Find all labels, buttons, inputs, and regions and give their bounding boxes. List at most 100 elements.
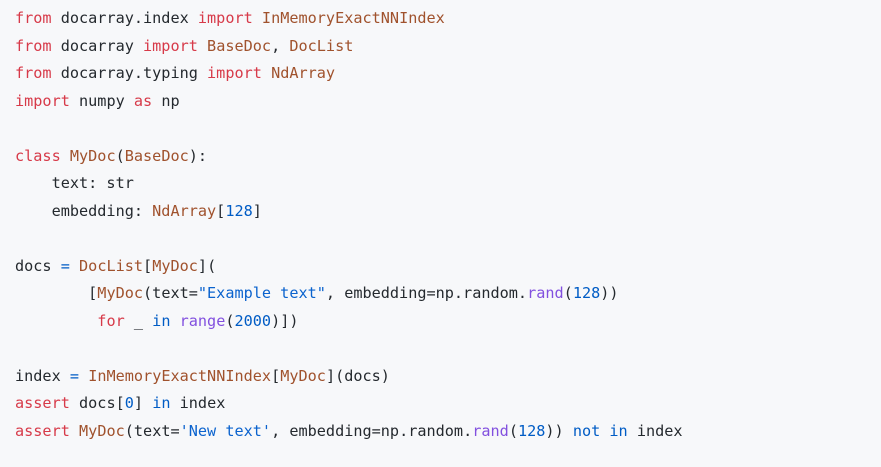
- code-token-kw: assert: [15, 421, 70, 440]
- code-token-num: 128: [225, 201, 253, 220]
- code-token-punct: [: [143, 256, 153, 275]
- code-token-plain: , embedding=np.random.: [325, 284, 528, 302]
- code-token-kw: from: [15, 64, 52, 82]
- code-token-kw: as: [133, 91, 153, 110]
- code-token-punct: (: [225, 311, 235, 330]
- code-token-plain: docarray.typing: [51, 64, 208, 82]
- code-token-kwop: in: [152, 311, 171, 330]
- code-token-plain: [15, 312, 97, 330]
- code-lines-container: from docarray.index import InMemoryExact…: [15, 5, 881, 445]
- code-token-punct: ](: [197, 256, 217, 275]
- code-token-plain: np: [152, 91, 180, 110]
- code-token-num: 0: [124, 394, 134, 412]
- code-line: [15, 335, 881, 363]
- code-token-plain: docarray.index: [51, 9, 198, 27]
- code-token-punct: )): [545, 421, 573, 440]
- code-token-punct: ]: [133, 394, 153, 412]
- code-token-fn: rand: [472, 421, 509, 440]
- code-token-num: 128: [517, 421, 546, 440]
- code-token-class: MyDoc: [79, 421, 125, 440]
- code-line: from docarray.typing import NdArray: [15, 60, 881, 88]
- code-token-plain: , embedding=np.random.: [271, 421, 473, 440]
- code-token-kwop: in: [152, 394, 171, 412]
- code-token-kw: assert: [15, 394, 70, 412]
- code-token-kw: import: [197, 9, 253, 27]
- code-token-kw: import: [207, 64, 262, 82]
- code-token-punct: ):: [188, 146, 208, 165]
- code-token-kw: import: [15, 91, 70, 110]
- code-token-kw: import: [143, 36, 198, 55]
- code-token-class: MyDoc: [69, 146, 116, 165]
- code-token-punct: [: [15, 284, 98, 302]
- code-token-fn: range: [179, 311, 226, 330]
- code-token-plain: index: [15, 366, 70, 385]
- code-token-class: MyDoc: [280, 366, 326, 385]
- code-token-num: 2000: [234, 311, 272, 330]
- code-token-class: NdArray: [271, 64, 336, 82]
- code-token-punct: )): [600, 284, 619, 302]
- code-token-num: 128: [572, 284, 601, 302]
- code-token-plain: docarray: [51, 36, 144, 55]
- code-line: for _ in range(2000)]): [15, 308, 881, 336]
- code-token-plain: index: [170, 394, 226, 412]
- code-token-plain: [70, 422, 79, 440]
- code-token-fn: rand: [527, 284, 564, 302]
- code-token-plain: numpy: [69, 91, 134, 110]
- code-line: class MyDoc(BaseDoc):: [15, 143, 881, 171]
- code-token-class: BaseDoc: [124, 146, 189, 165]
- code-token-kw: class: [15, 146, 61, 165]
- code-token-punct: (: [124, 421, 134, 440]
- code-token-class: InMemoryExactNNIndex: [88, 366, 272, 385]
- code-token-kw: for: [97, 311, 125, 330]
- code-line: assert docs[0] in index: [15, 390, 881, 418]
- code-token-punct: [: [271, 366, 281, 385]
- code-token-plain: [70, 257, 79, 275]
- code-line: index = InMemoryExactNNIndex[MyDoc](docs…: [15, 363, 881, 391]
- code-token-plain: [170, 312, 179, 330]
- code-token-punct: (: [143, 284, 153, 302]
- code-token-punct: (: [508, 421, 518, 440]
- code-token-punct: (: [563, 284, 573, 302]
- code-token-class: NdArray: [152, 201, 217, 220]
- code-token-class: DocList: [289, 36, 354, 55]
- code-token-class: MyDoc: [152, 256, 198, 275]
- code-line: import numpy as np: [15, 88, 881, 116]
- code-line: docs = DocList[MyDoc](: [15, 253, 881, 281]
- code-token-class: DocList: [79, 256, 144, 275]
- code-line: [MyDoc(text="Example text", embedding=np…: [15, 280, 881, 308]
- code-token-plain: text=: [133, 421, 180, 440]
- code-token-str: "Example text": [197, 284, 326, 302]
- code-token-punct: ]: [252, 201, 262, 220]
- code-line: from docarray import BaseDoc, DocList: [15, 33, 881, 61]
- code-line: assert MyDoc(text='New text', embedding=…: [15, 418, 881, 446]
- code-token-punct: [: [115, 394, 125, 412]
- code-token-class: BaseDoc: [207, 36, 272, 55]
- code-line: text: str: [15, 170, 881, 198]
- code-token-kw: from: [15, 36, 52, 55]
- code-token-kwop: =: [69, 366, 80, 385]
- code-token-plain: docs: [69, 394, 116, 412]
- code-token-punct: (: [115, 146, 125, 165]
- code-token-plain: [61, 147, 70, 165]
- code-token-plain: text: str: [15, 174, 134, 192]
- code-token-class: MyDoc: [97, 284, 144, 302]
- code-token-plain: index: [627, 421, 683, 440]
- code-token-punct: ,: [271, 36, 290, 55]
- code-token-plain: text=: [152, 284, 198, 302]
- code-token-plain: [253, 9, 262, 27]
- code-token-plain: docs: [15, 256, 61, 275]
- code-line: [15, 225, 881, 253]
- code-line: [15, 115, 881, 143]
- code-token-class: InMemoryExactNNIndex: [261, 9, 445, 27]
- code-token-plain: embedding:: [15, 201, 153, 220]
- code-token-kw: from: [15, 9, 52, 27]
- code-line: from docarray.index import InMemoryExact…: [15, 5, 881, 33]
- code-token-plain: [262, 64, 271, 82]
- code-token-plain: _: [124, 311, 153, 330]
- code-token-str: 'New text': [179, 421, 272, 440]
- code-line: embedding: NdArray[128]: [15, 198, 881, 226]
- code-token-plain: [198, 37, 207, 55]
- code-token-punct: )]): [271, 311, 299, 330]
- code-token-punct: ](docs): [325, 366, 390, 385]
